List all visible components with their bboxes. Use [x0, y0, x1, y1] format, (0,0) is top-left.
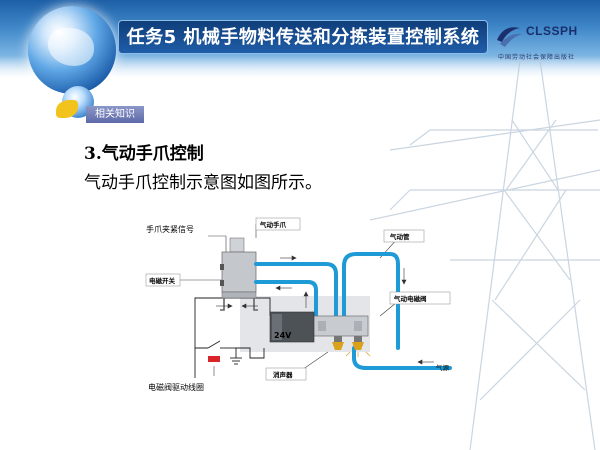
flow-arrows [216, 255, 434, 365]
pneumatic-gripper-diagram: 手爪夹紧信号 电磁开关 气动手爪 气动管 气动电磁阀 24V 消声器 气源 电磁… [145, 217, 452, 392]
label-muffler: 消声器 [273, 370, 293, 379]
knowledge-leaf-icon [56, 100, 78, 118]
label-air-source: 气源 [436, 363, 450, 372]
section-heading: 3.气动手爪控制 [84, 144, 204, 164]
publisher-logo-icon [497, 27, 522, 47]
label-coil: 电磁阀驱动线圈 [148, 382, 204, 392]
air-tubes [254, 252, 452, 370]
wiring [194, 297, 271, 378]
label-clamp-signal: 手爪夹紧信号 [146, 224, 194, 234]
slide-title: 任务5 机械手物料传送和分拣装置控制系统 [126, 27, 480, 48]
label-pneumatic-gripper: 气动手爪 [259, 220, 287, 229]
power-tower-background [370, 60, 600, 450]
label-solenoid-valve: 气动电磁阀 [393, 294, 427, 303]
gripper-body [221, 251, 257, 293]
section-description: 气动手爪控制示意图如图所示。 [84, 173, 322, 193]
section-tag: 相关知识 [86, 106, 144, 123]
publisher-name: 中国劳动社会保障出版社 [498, 54, 576, 61]
label-voltage: 24V [274, 331, 292, 340]
coil-icon [208, 356, 220, 362]
label-magnetic-switch: 电磁开关 [149, 276, 176, 285]
globe-icon [28, 6, 116, 94]
title-box: 任务5 机械手物料传送和分拣装置控制系统 [118, 20, 488, 54]
label-air-tube: 气动管 [389, 232, 410, 241]
publisher-logo-text: CLSSPH [526, 24, 578, 38]
muffler-icon [332, 336, 371, 357]
